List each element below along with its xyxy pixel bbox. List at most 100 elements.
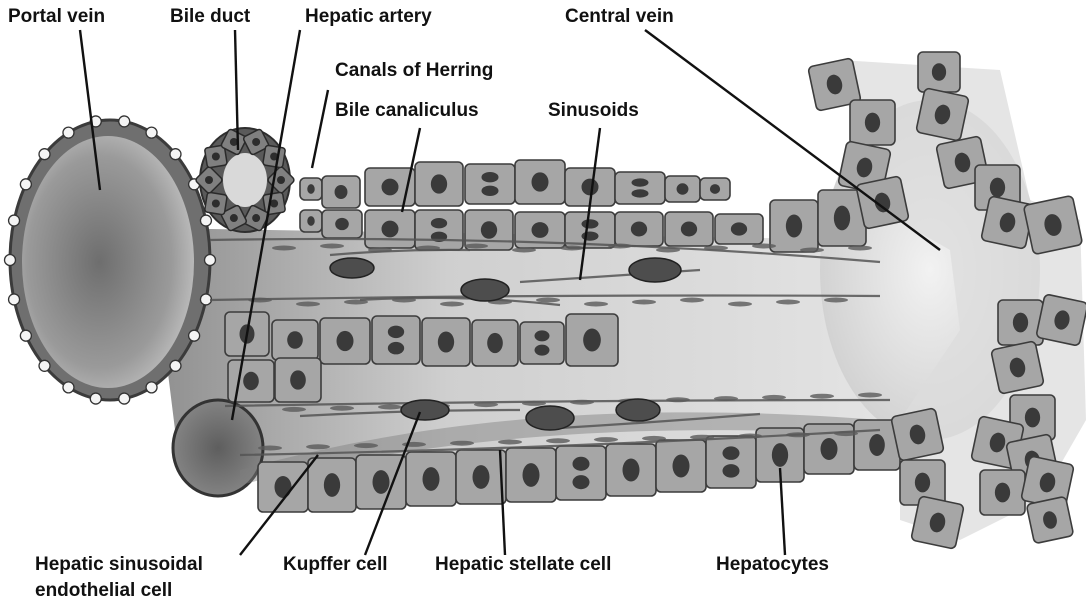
- nucleus: [865, 113, 880, 133]
- label-sinusoids: Sinusoids: [548, 100, 639, 122]
- endothelial-cell: [474, 402, 498, 407]
- hepatocyte: [615, 212, 663, 246]
- endothelial-cell: [762, 395, 786, 400]
- nucleus: [307, 184, 314, 194]
- endothelial-cell: [570, 400, 594, 405]
- hepatocyte: [275, 358, 321, 402]
- hepatocyte: [422, 318, 470, 366]
- nucleus: [473, 465, 490, 489]
- hepatocyte: [911, 496, 964, 549]
- nucleus: [731, 222, 747, 235]
- endothelial-cell: [666, 397, 690, 402]
- nucleus: [487, 333, 503, 353]
- endothelial-cell: [642, 436, 666, 441]
- hepatocyte: [456, 450, 506, 504]
- hepatocyte: [300, 210, 322, 232]
- nucleus: [307, 216, 314, 226]
- endothelial-cell: [560, 246, 584, 251]
- endothelial-cell: [330, 406, 354, 411]
- hepatocyte: [556, 446, 606, 500]
- endothelial-cell: [282, 407, 306, 412]
- hepatocyte: [665, 212, 713, 246]
- endothelial-cell: [296, 302, 320, 307]
- hepatocyte: [520, 322, 564, 364]
- endothelial-cell: [834, 431, 858, 436]
- nucleus: [324, 473, 340, 497]
- endothelial-cell: [546, 438, 570, 443]
- hepatocyte: [406, 452, 456, 506]
- nucleus: [335, 218, 349, 230]
- hepatocyte: [365, 210, 415, 248]
- kupffer-cell: [461, 279, 509, 301]
- nucleus: [337, 331, 354, 351]
- endothelial-cell: [258, 446, 282, 451]
- hepatocyte: [916, 88, 969, 141]
- endothelial-cell: [450, 441, 474, 446]
- endothelial-cell: [272, 246, 296, 251]
- nucleus: [535, 345, 550, 356]
- nucleus: [382, 179, 399, 196]
- nucleus: [482, 172, 499, 182]
- nucleus: [673, 455, 690, 478]
- hepatocyte: [998, 300, 1043, 345]
- endothelial-cell: [368, 248, 392, 253]
- nucleus: [1025, 408, 1040, 428]
- label-canals-of-herring: Canals of Herring: [335, 60, 493, 82]
- nucleus: [990, 178, 1005, 198]
- hepatocyte: [322, 210, 362, 238]
- label-bile-canaliculus: Bile canaliculus: [335, 100, 479, 122]
- endothelial-cell: [728, 302, 752, 307]
- nucleus: [573, 457, 590, 471]
- hepatocyte: [322, 176, 360, 208]
- endothelial-cell: [498, 440, 522, 445]
- nucleus: [438, 331, 454, 352]
- endothelial-cell: [378, 405, 402, 410]
- endothelial-cell: [344, 300, 368, 305]
- endothelial-cell: [522, 401, 546, 406]
- hepatocyte: [300, 178, 322, 200]
- nucleus: [382, 221, 399, 238]
- hepatocyte: [606, 444, 656, 496]
- nucleus: [834, 206, 850, 231]
- nucleus: [821, 438, 838, 460]
- nucleus: [710, 184, 720, 194]
- hepatocyte: [700, 178, 730, 200]
- endothelial-cell: [632, 300, 656, 305]
- nucleus: [523, 463, 540, 487]
- hepatocyte: [665, 176, 700, 202]
- label-hepatocytes: Hepatocytes: [716, 554, 829, 576]
- endothelial-cell: [512, 248, 536, 253]
- endothelial-cell: [656, 248, 680, 253]
- hepatocyte: [770, 200, 818, 252]
- nucleus: [915, 473, 930, 493]
- endothelial-cell: [306, 444, 330, 449]
- hepatocyte: [258, 462, 308, 512]
- nucleus: [573, 475, 590, 489]
- leader-canals-of-herring: [312, 90, 328, 168]
- nucleus: [632, 178, 649, 186]
- label-hepatic-stellate-cell: Hepatic stellate cell: [435, 554, 611, 576]
- endothelial-cell: [776, 300, 800, 305]
- nucleus: [532, 222, 549, 238]
- portal-vein: [22, 136, 194, 388]
- nucleus: [287, 331, 303, 349]
- nucleus: [431, 218, 447, 228]
- nucleus: [583, 329, 601, 352]
- hepatocyte: [656, 440, 706, 492]
- endothelial-cell: [464, 244, 488, 249]
- endothelial-cell: [738, 434, 762, 439]
- kupffer-cell: [526, 406, 574, 430]
- nucleus: [869, 434, 885, 456]
- hepatocyte: [308, 458, 356, 512]
- endothelial-cell: [824, 298, 848, 303]
- endothelial-cell: [848, 246, 872, 251]
- nucleus: [243, 372, 259, 390]
- endothelial-cell: [440, 302, 464, 307]
- hepatocyte: [918, 52, 960, 92]
- hepatocyte: [465, 164, 515, 204]
- hepatocyte: [415, 210, 463, 250]
- nucleus: [290, 370, 306, 389]
- nucleus: [582, 219, 599, 228]
- nucleus: [423, 467, 440, 491]
